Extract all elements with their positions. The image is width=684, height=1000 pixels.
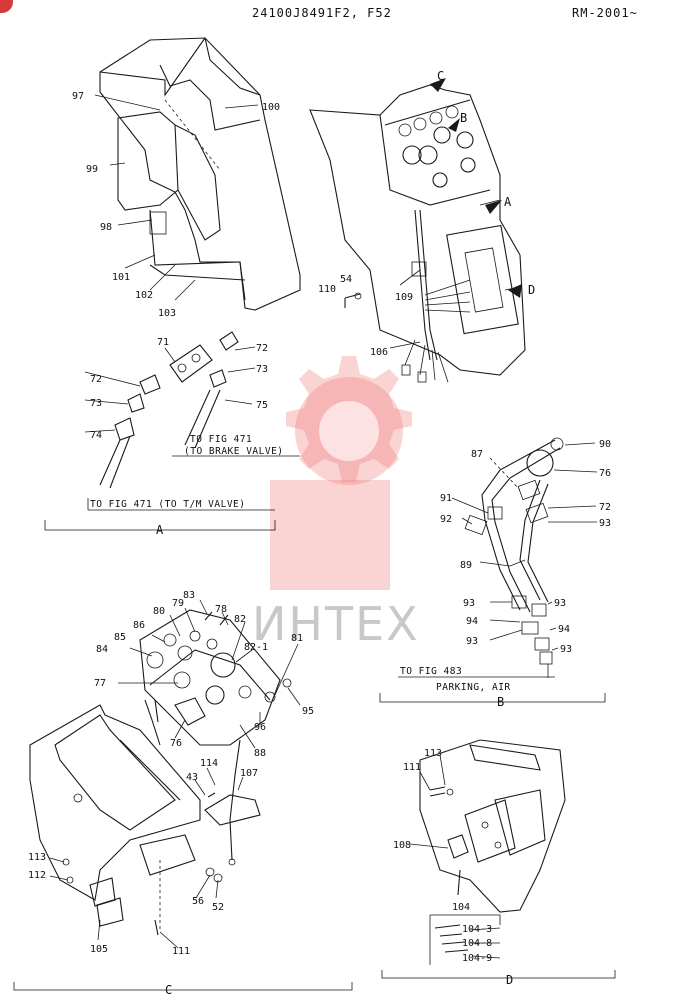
callout-93-b2: 93	[463, 598, 475, 609]
callout-109: 109	[395, 292, 413, 303]
callout-71: 71	[157, 337, 169, 348]
note-brake-valve-2: (TO BRAKE VALVE)	[184, 446, 284, 457]
callout-54: 54	[340, 274, 352, 285]
view-label-a: A	[156, 523, 164, 537]
callout-74: 74	[90, 430, 102, 441]
callout-104-9: 104-9	[462, 953, 492, 964]
callout-view-b: B	[460, 111, 467, 125]
switch-cluster	[398, 105, 476, 188]
callout-52: 52	[212, 902, 224, 913]
callout-85: 85	[114, 632, 126, 643]
callout-111-d: 111	[403, 762, 421, 773]
callout-76-c: 76	[170, 738, 182, 749]
view-c-dashboard	[13, 599, 353, 991]
callout-108: 108	[393, 840, 411, 851]
view-b-piping	[379, 437, 606, 703]
callout-102: 102	[135, 290, 153, 301]
drawing-code: 24100J8491F2, F52	[252, 6, 392, 20]
callout-93-b5: 93	[560, 644, 572, 655]
callout-101: 101	[112, 272, 130, 283]
callout-105: 105	[90, 944, 108, 955]
top-right-console-assembly	[309, 78, 526, 383]
watermark-text: ИНТЕХ	[252, 597, 420, 651]
callout-104-3: 104-3	[462, 924, 492, 935]
callout-77: 77	[94, 678, 106, 689]
callout-81: 81	[291, 633, 303, 644]
callout-73-lower: 73	[90, 398, 102, 409]
callout-78: 78	[215, 604, 227, 615]
callout-114: 114	[200, 758, 218, 769]
watermark-gear	[270, 356, 412, 590]
callout-113-d: 113	[424, 748, 442, 759]
callout-73-upper: 73	[256, 364, 268, 375]
callout-112: 112	[28, 870, 46, 881]
callout-91: 91	[440, 493, 452, 504]
callout-72-lower: 72	[90, 374, 102, 385]
callout-95: 95	[302, 706, 314, 717]
callout-100: 100	[262, 102, 280, 113]
callout-93-b3: 93	[554, 598, 566, 609]
callout-82-1: 82-1	[244, 642, 268, 653]
callout-79: 79	[172, 598, 184, 609]
callout-75: 75	[256, 400, 268, 411]
callout-106: 106	[370, 347, 388, 358]
top-left-panel-assembly	[94, 37, 301, 311]
callout-111-c: 111	[172, 946, 190, 957]
callout-98: 98	[100, 222, 112, 233]
view-d-relay	[381, 739, 616, 979]
callout-99: 99	[86, 164, 98, 175]
view-label-d: D	[506, 973, 513, 987]
callout-72-upper: 72	[256, 343, 268, 354]
callout-94-b1: 94	[466, 616, 478, 627]
callout-104-8: 104-8	[462, 938, 492, 949]
callout-view-d: D	[528, 283, 535, 297]
view-label-b: B	[497, 695, 504, 709]
callout-92: 92	[440, 514, 452, 525]
callout-90: 90	[599, 439, 611, 450]
callout-88: 88	[254, 748, 266, 759]
callout-110: 110	[318, 284, 336, 295]
note-parking-2: PARKING, AIR	[436, 682, 511, 693]
callout-87: 87	[471, 449, 483, 460]
callout-43: 43	[186, 772, 198, 783]
callout-113-c: 113	[28, 852, 46, 863]
callout-86: 86	[133, 620, 145, 631]
callout-93-b4: 93	[466, 636, 478, 647]
callout-104: 104	[452, 902, 470, 913]
callout-72-b: 72	[599, 502, 611, 513]
callout-83: 83	[183, 590, 195, 601]
note-tm-valve: TO FIG 471 (TO T/M VALVE)	[90, 499, 246, 510]
view-label-c: C	[165, 983, 172, 997]
callout-76-b: 76	[599, 468, 611, 479]
callout-view-a: A	[504, 195, 512, 209]
corner-badge	[0, 0, 13, 13]
note-brake-valve-1: TO FIG 471	[190, 434, 252, 445]
callout-82: 82	[234, 614, 246, 625]
callout-107: 107	[240, 768, 258, 779]
callout-84: 84	[96, 644, 108, 655]
callout-94-b2: 94	[558, 624, 570, 635]
callout-97: 97	[72, 91, 84, 102]
serial-range: RM-2001~	[572, 6, 638, 20]
callout-93-b1: 93	[599, 518, 611, 529]
callout-view-c: C	[437, 69, 444, 83]
callout-80: 80	[153, 606, 165, 617]
callout-103: 103	[158, 308, 176, 319]
callout-89: 89	[460, 560, 472, 571]
callout-56: 56	[192, 896, 204, 907]
view-a-fittings	[44, 331, 300, 531]
note-parking-1: TO FIG 483	[400, 666, 462, 677]
callout-96: 96	[254, 722, 266, 733]
